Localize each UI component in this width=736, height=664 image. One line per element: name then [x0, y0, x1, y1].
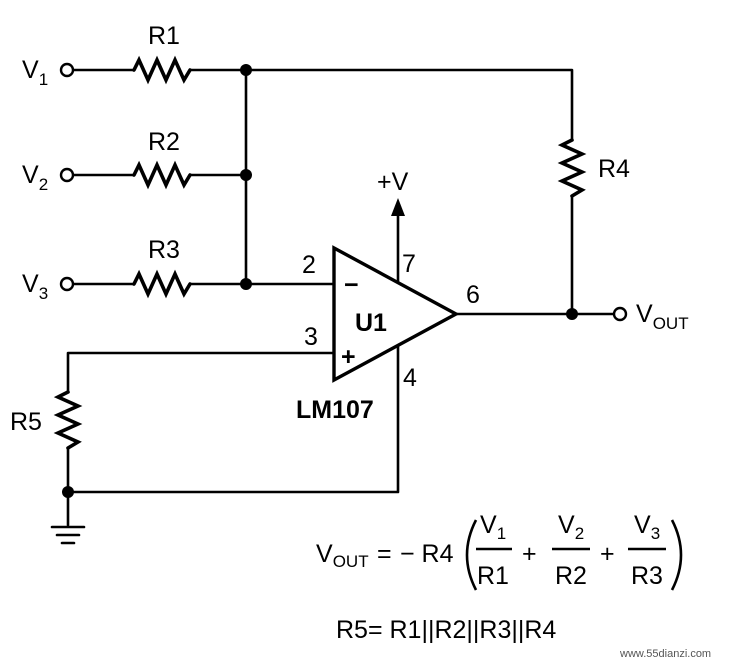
resistor-label-r2: R2: [148, 128, 180, 156]
wire-pin4-ground: [66, 342, 400, 494]
fraction-2-denominator: R2: [555, 562, 587, 590]
pin-6-label: 6: [466, 281, 480, 309]
input-label-v2: V2: [22, 161, 48, 194]
opamp-part-label: LM107: [296, 396, 374, 424]
resistor-r1: [132, 55, 192, 85]
right-paren-icon: [670, 519, 683, 591]
junction-dot: [240, 278, 252, 290]
resistor-label-r5: R5: [10, 408, 42, 436]
terminal-vout: [612, 306, 628, 322]
junction-dot: [240, 169, 252, 181]
pin-4-label: 4: [403, 364, 417, 392]
resistor-r3: [132, 269, 192, 299]
resistor-label-r3: R3: [148, 236, 180, 264]
equation-r5: R5= R1||R2||R3||R4: [336, 616, 556, 644]
fraction-1-numerator: V1: [480, 511, 506, 543]
ground-icon: [50, 525, 86, 545]
supply-label: +V: [377, 168, 409, 196]
equation-equals: =: [377, 540, 392, 568]
plus-sign: +: [522, 540, 537, 568]
supply-arrow-icon: [391, 198, 405, 216]
junction-dot: [240, 64, 252, 76]
watermark: www.55dianzi.com: [619, 648, 711, 660]
input-label-v3: V3: [22, 270, 48, 303]
input-label-v1: V1: [22, 56, 48, 89]
terminal-v3: [59, 276, 75, 292]
fraction-3-numerator: V3: [634, 511, 660, 543]
plus-sign: +: [600, 540, 615, 568]
resistor-r4: [557, 138, 587, 198]
fraction-2-numerator: V2: [558, 511, 584, 543]
equation-lhs: VOUT: [316, 540, 369, 571]
resistor-r5: [53, 390, 83, 450]
wire-noninverting: [66, 351, 336, 394]
wires: [66, 68, 616, 527]
fraction-1-denominator: R1: [477, 562, 509, 590]
terminal-v2: [59, 167, 75, 183]
opamp-inverting-symbol: −: [344, 271, 359, 299]
junction-dot: [62, 486, 74, 498]
left-paren-icon: [465, 519, 478, 591]
terminal-v1: [59, 62, 75, 78]
resistor-label-r1: R1: [148, 22, 180, 50]
pin-3-label: 3: [304, 323, 318, 351]
pin-7-label: 7: [402, 250, 416, 278]
junction-dot: [566, 308, 578, 320]
output-label: VOUT: [636, 300, 689, 333]
opamp-designator: U1: [355, 309, 387, 337]
equation-prefix: − R4: [400, 540, 454, 568]
resistor-label-r4: R4: [598, 155, 630, 183]
opamp-noninverting-symbol: +: [341, 343, 356, 371]
opamp-body: [332, 245, 460, 383]
resistor-r2: [132, 160, 192, 190]
fraction-3-denominator: R3: [631, 562, 663, 590]
equation-vout: VOUT = − R4 V1 R1 + V2 R2 + V3 R3: [316, 511, 683, 591]
pin-2-label: 2: [302, 251, 316, 279]
wire-v1: [71, 68, 574, 142]
